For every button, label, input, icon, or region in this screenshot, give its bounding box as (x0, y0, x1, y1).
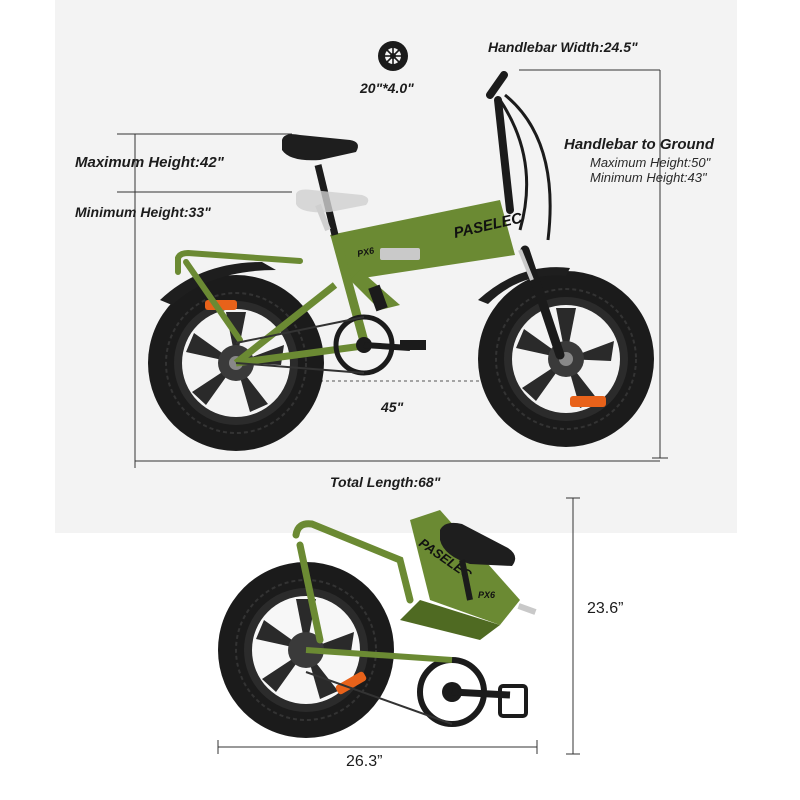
rear-wheel (148, 275, 324, 451)
handlebar-max-height-label: Maximum Height:50" (590, 155, 711, 170)
dimension-lines-bottom (217, 497, 580, 755)
front-wheel (478, 271, 654, 447)
tire-size-label: 20"*4.0" (360, 80, 414, 96)
folded-height-label: 23.6” (587, 600, 624, 617)
folded-length-label: 26.3” (346, 753, 383, 770)
frame: PASELEC PX6 (233, 200, 525, 367)
seat-max-height-label: Maximum Height:42" (75, 154, 224, 171)
handlebar-width-label: Handlebar Width:24.5" (488, 39, 638, 55)
tire-icon (378, 41, 408, 71)
bike-folded: PASELEC PX6 (218, 510, 537, 738)
handlebar-to-ground-label: Handlebar to Ground (564, 136, 714, 153)
svg-text:PX6: PX6 (478, 590, 496, 600)
svg-text:PX6: PX6 (356, 245, 376, 259)
bike-unfolded: PASELEC PX6 (148, 71, 654, 451)
handlebar-min-height-label: Minimum Height:43" (590, 170, 707, 185)
seat-min-height-label: Minimum Height:33" (75, 204, 211, 220)
wheelbase-label: 45" (381, 399, 404, 415)
total-length-label: Total Length:68" (330, 474, 441, 490)
